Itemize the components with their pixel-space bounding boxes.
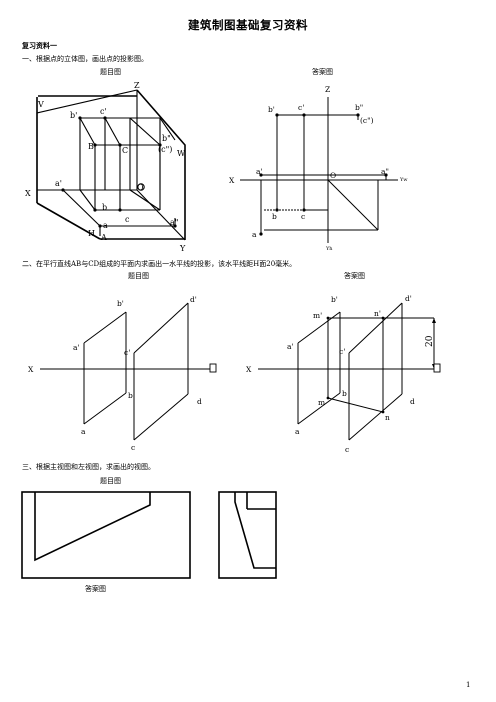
svg-text:W: W	[177, 149, 186, 158]
svg-text:Z: Z	[325, 85, 330, 94]
svg-text:B: B	[88, 142, 94, 151]
svg-text:c': c'	[124, 348, 130, 357]
svg-text:(c"): (c")	[360, 116, 374, 125]
svg-text:a": a"	[170, 218, 178, 227]
svg-text:C: C	[122, 146, 128, 155]
svg-text:b": b"	[355, 103, 363, 112]
svg-text:b': b'	[331, 295, 338, 304]
svg-text:b: b	[272, 212, 277, 221]
question-1-question-caption: 题目图	[100, 68, 121, 76]
svg-text:H: H	[88, 229, 95, 238]
svg-text:20: 20	[425, 335, 435, 347]
svg-text:X: X	[229, 176, 235, 185]
svg-text:b: b	[342, 389, 347, 398]
svg-text:a: a	[295, 427, 300, 436]
svg-text:n': n'	[374, 309, 381, 318]
svg-text:a: a	[252, 230, 257, 239]
svg-text:d: d	[197, 397, 202, 406]
svg-text:b: b	[128, 391, 133, 400]
svg-text:n: n	[385, 413, 390, 422]
question-2-answer-caption: 答案图	[344, 272, 365, 280]
svg-text:X: X	[25, 189, 31, 198]
w-plane-outline	[136, 89, 186, 240]
svg-text:b': b'	[268, 105, 275, 114]
question-3-question-caption: 题目图	[100, 477, 121, 485]
svg-text:b: b	[102, 203, 107, 212]
origin-circle	[137, 183, 145, 191]
page-number: 1	[466, 681, 471, 689]
front-view	[21, 491, 191, 579]
svg-text:c: c	[301, 212, 305, 221]
svg-text:a: a	[81, 427, 86, 436]
horizontal-line	[327, 397, 384, 413]
svg-text:Z: Z	[134, 81, 140, 90]
y-axis	[136, 189, 186, 241]
svg-text:c: c	[125, 215, 130, 224]
question-1-text: 一、根据点的立体图，画出点的投影图。	[22, 55, 148, 63]
svg-text:Yh: Yh	[325, 246, 333, 252]
svg-text:X: X	[28, 365, 34, 374]
question-2-question-caption: 题目图	[128, 272, 149, 280]
svg-text:a': a'	[55, 179, 62, 188]
svg-text:O: O	[330, 171, 336, 180]
svg-text:a': a'	[256, 167, 263, 176]
question-1-answer-caption: 答案图	[312, 68, 333, 76]
question-2-text: 二、在平行直线AB与CD组成的平面内求画出一水平线的投影，该水平线距H面20毫米…	[22, 260, 297, 268]
svg-text:Yw: Yw	[399, 177, 408, 183]
svg-text:a": a"	[381, 167, 389, 176]
section-heading: 复习资料一	[22, 42, 57, 50]
svg-text:m': m'	[313, 311, 322, 320]
svg-text:d': d'	[190, 295, 197, 304]
svg-text:c': c'	[339, 347, 345, 356]
svg-text:X: X	[246, 365, 252, 374]
svg-text:b': b'	[117, 299, 124, 308]
svg-text:c': c'	[100, 107, 107, 116]
svg-text:b': b'	[70, 111, 77, 120]
svg-text:c: c	[131, 443, 135, 452]
svg-text:b": b"	[162, 134, 171, 143]
svg-text:d': d'	[405, 294, 412, 303]
question-3-answer-caption: 答案图	[85, 585, 106, 593]
svg-text:A: A	[100, 233, 107, 242]
svg-text:d: d	[410, 397, 415, 406]
svg-text:m: m	[318, 398, 325, 407]
svg-text:c: c	[345, 445, 349, 454]
h-plane-left	[36, 202, 101, 240]
document-title: 建筑制图基础复习资料	[188, 18, 308, 32]
svg-text:a: a	[103, 221, 108, 230]
svg-text:a': a'	[73, 343, 80, 352]
svg-text:Y: Y	[179, 244, 186, 253]
svg-text:V: V	[37, 100, 44, 109]
svg-text:c': c'	[298, 103, 304, 112]
question-3-text: 三、根据主视图和左视图，求画出的视图。	[22, 463, 155, 471]
svg-text:(c"): (c")	[158, 145, 172, 154]
svg-text:a': a'	[287, 342, 294, 351]
svg-text:O: O	[137, 183, 144, 192]
